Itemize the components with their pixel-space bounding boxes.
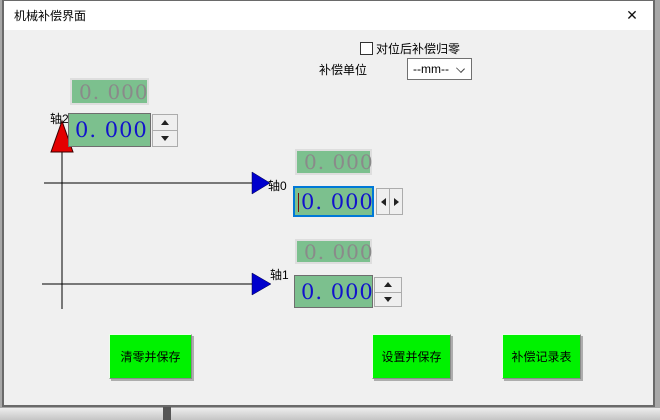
dialog-window: 机械补偿界面 ✕ 对位后补偿归零 补偿单位 --mm-- 轴2 轴0 轴1 0.…: [2, 0, 655, 407]
set-and-save-button[interactable]: 设置并保存: [372, 334, 451, 379]
window-title: 机械补偿界面: [14, 9, 87, 23]
chevron-down-icon: [456, 64, 465, 73]
axis2-spin-up-button[interactable]: [152, 114, 178, 131]
axis2-spinner: [152, 114, 178, 147]
unit-dropdown-value: --mm--: [413, 62, 449, 76]
close-button[interactable]: ✕: [611, 1, 653, 30]
axis0-label: 轴0: [268, 179, 287, 193]
zero-after-align-checkbox[interactable]: 对位后补偿归零: [360, 40, 460, 57]
axis1-spin-up-button[interactable]: [374, 277, 402, 293]
compensation-record-button[interactable]: 补偿记录表: [502, 334, 581, 379]
axis2-value-input[interactable]: 0. 000: [68, 113, 151, 147]
text-caret: [298, 193, 299, 212]
spin-left-icon: [380, 197, 386, 206]
axis1-label: 轴1: [270, 268, 289, 282]
spin-up-icon: [161, 120, 169, 125]
desktop-background-strip: [0, 408, 660, 420]
axis0-spinner: [376, 188, 403, 215]
unit-label: 补偿单位: [319, 63, 368, 77]
axis1-readonly-display: 0. 000: [295, 239, 373, 264]
spin-right-icon: [393, 197, 399, 206]
checkbox-box-icon[interactable]: [360, 42, 373, 55]
red-up-arrow-icon: [50, 119, 74, 153]
blue-right-arrow-axis1-icon: [251, 272, 272, 296]
axis2-readonly-display: 0. 000: [70, 78, 149, 105]
axis0-value-text: 0. 000: [301, 189, 374, 214]
axis0-value-input[interactable]: 0. 000: [293, 186, 374, 217]
axis0-spin-right-button[interactable]: [390, 188, 403, 215]
axis2-spin-down-button[interactable]: [152, 131, 178, 147]
unit-dropdown[interactable]: --mm--: [407, 58, 472, 80]
axis1-value-input[interactable]: 0. 000: [294, 275, 373, 308]
spin-down-icon: [161, 136, 169, 141]
axis0-readonly-display: 0. 000: [295, 149, 373, 175]
title-bar: 机械补偿界面 ✕: [4, 1, 653, 30]
clear-and-save-button[interactable]: 清零并保存: [109, 334, 192, 379]
axis2-label: 轴2: [50, 112, 69, 126]
spin-up-icon: [384, 282, 392, 288]
axis1-spinner: [374, 277, 402, 307]
background-window-edge: [163, 407, 171, 420]
close-icon: ✕: [626, 7, 638, 24]
blue-right-arrow-axis0-icon: [251, 171, 271, 195]
axis1-spin-down-button[interactable]: [374, 292, 402, 307]
axis-diagram: [42, 119, 272, 309]
checkbox-label: 对位后补偿归零: [376, 42, 461, 56]
axis0-spin-left-button[interactable]: [376, 188, 390, 215]
spin-down-icon: [384, 296, 392, 302]
